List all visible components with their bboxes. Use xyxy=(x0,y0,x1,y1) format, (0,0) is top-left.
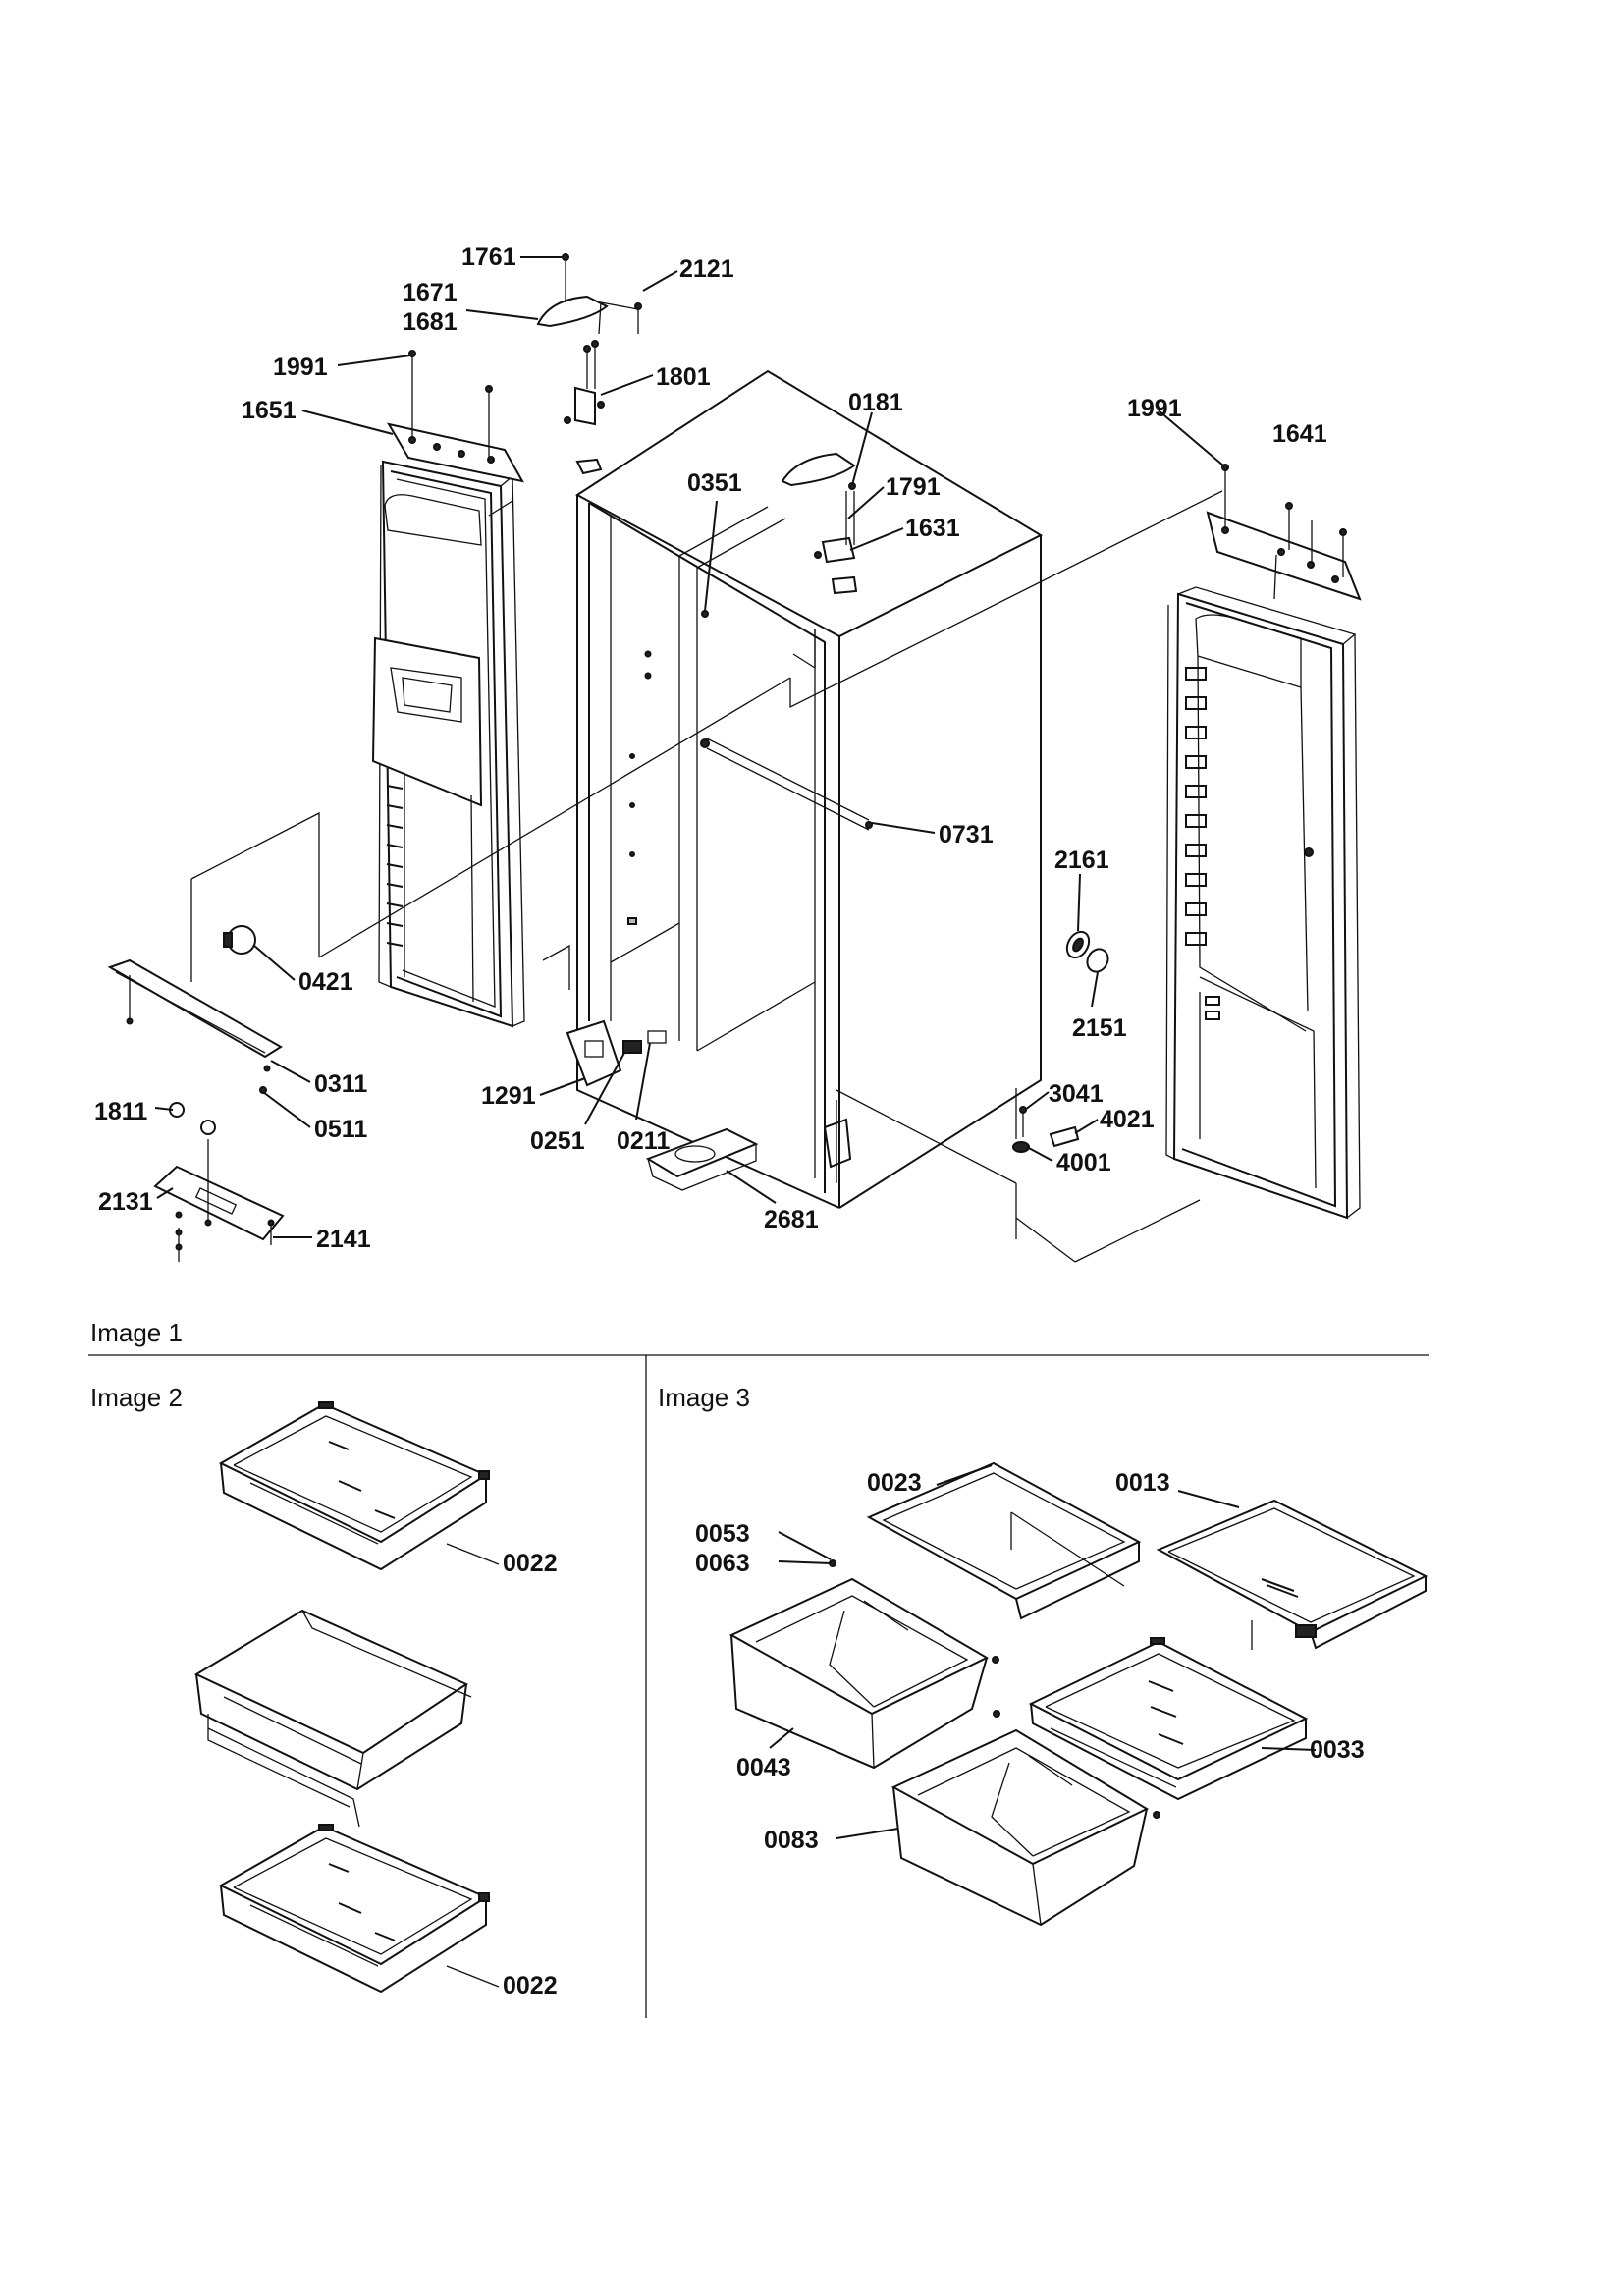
callout-0511: 0511 xyxy=(314,1116,367,1143)
top-hinge-left xyxy=(536,253,642,475)
callout-1291: 1291 xyxy=(481,1082,536,1110)
top-hinge-right xyxy=(781,452,858,595)
callout-0053: 0053 xyxy=(695,1520,750,1548)
callout-0181: 0181 xyxy=(848,389,903,416)
callout-0083: 0083 xyxy=(764,1827,819,1854)
glass-shelf-0013 xyxy=(1156,1499,1429,1650)
right-door xyxy=(1165,464,1362,1220)
callout-2151: 2151 xyxy=(1072,1014,1127,1042)
callout-4001: 4001 xyxy=(1056,1149,1111,1176)
callouts-image1: 1761 2121 1671 1681 1991 1801 1651 0181 … xyxy=(94,244,1327,1253)
callout-0731: 0731 xyxy=(939,821,994,848)
callout-2161: 2161 xyxy=(1054,847,1109,874)
callout-1651: 1651 xyxy=(242,397,297,424)
callout-1761: 1761 xyxy=(461,244,516,271)
callout-0211: 0211 xyxy=(617,1127,670,1155)
panel-frame: Image 1 Image 2 Image 3 xyxy=(88,1318,1429,2018)
left-door xyxy=(371,350,525,1028)
misc-parts xyxy=(107,490,1223,1263)
callout-3041: 3041 xyxy=(1049,1080,1104,1108)
image3-crispers: 0023 0013 0053 0063 0043 0033 0083 xyxy=(695,1461,1429,1927)
shelf-glass-bottom xyxy=(218,1824,490,1994)
callout-2681: 2681 xyxy=(764,1206,819,1233)
callout-2121: 2121 xyxy=(679,255,734,283)
callout-0022-bottom: 0022 xyxy=(503,1972,558,1999)
callout-2131: 2131 xyxy=(98,1188,153,1216)
panel-title-image2: Image 2 xyxy=(90,1383,183,1412)
callout-1991-left: 1991 xyxy=(273,354,328,381)
callout-0023: 0023 xyxy=(867,1469,922,1497)
crisper-cover-0023 xyxy=(866,1461,1142,1620)
shelf-glass-top xyxy=(218,1401,490,1571)
cabinet xyxy=(575,369,1044,1209)
callout-0043: 0043 xyxy=(736,1754,791,1781)
callout-1681: 1681 xyxy=(403,308,458,336)
callout-0063: 0063 xyxy=(695,1550,750,1577)
callout-0013: 0013 xyxy=(1115,1469,1170,1497)
shelf-drawer-middle xyxy=(193,1609,472,1828)
callout-leaders xyxy=(154,256,1224,1238)
callout-0033: 0033 xyxy=(1310,1736,1365,1764)
glass-shelf-0033 xyxy=(1028,1637,1309,1801)
callout-0311: 0311 xyxy=(314,1070,367,1098)
callout-1641: 1641 xyxy=(1272,420,1327,448)
callout-1791: 1791 xyxy=(886,473,941,501)
callout-0351: 0351 xyxy=(687,469,742,497)
callout-1811: 1811 xyxy=(94,1098,147,1125)
callout-1631: 1631 xyxy=(905,515,960,542)
callout-1991-right: 1991 xyxy=(1127,395,1182,422)
callout-0251: 0251 xyxy=(530,1127,585,1155)
crisper-drawer-0043 xyxy=(728,1559,999,1770)
callout-0421: 0421 xyxy=(298,968,353,996)
callout-4021: 4021 xyxy=(1100,1106,1155,1133)
image2-shelves: 0022 0022 xyxy=(193,1401,558,1999)
crisper-drawer-0083 xyxy=(890,1710,1160,1927)
panel-title-image3: Image 3 xyxy=(658,1383,750,1412)
callout-2141: 2141 xyxy=(316,1226,371,1253)
callout-0022-top: 0022 xyxy=(503,1550,558,1577)
panel-title-image1: Image 1 xyxy=(90,1318,183,1347)
callout-1671: 1671 xyxy=(403,279,458,306)
callout-1801: 1801 xyxy=(656,363,711,391)
